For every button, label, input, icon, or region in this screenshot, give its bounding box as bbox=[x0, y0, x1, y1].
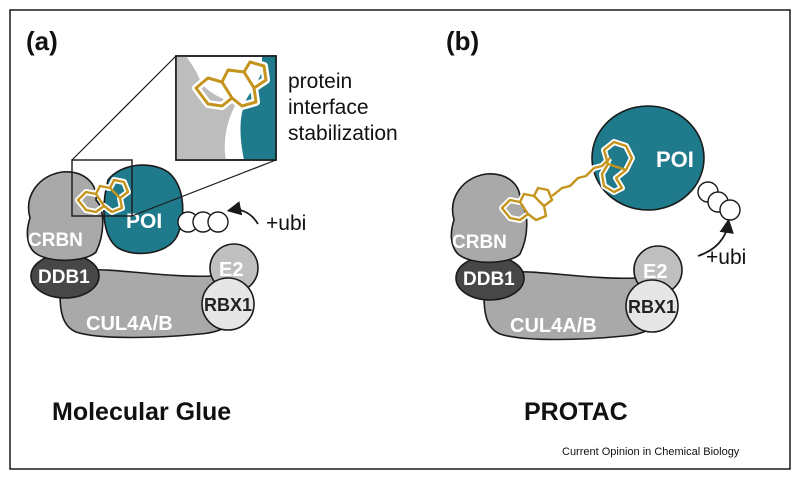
ubiquitin-chain-icon bbox=[177, 211, 229, 233]
zoom-line-bottom bbox=[131, 159, 277, 217]
ddb1-protein: DDB1 bbox=[30, 253, 100, 299]
ddb1-protein-b: DDB1 bbox=[455, 255, 525, 301]
inset-note-line3: stabilization bbox=[288, 122, 398, 145]
panel-a: (a) CUL4A/B DDB1 CRBN E2 RBX1 P bbox=[26, 26, 398, 426]
curved-arrow-icon bbox=[226, 201, 259, 225]
cul4-label-b: CUL4A/B bbox=[510, 315, 597, 337]
credit-line: Current Opinion in Chemical Biology bbox=[562, 446, 740, 458]
curved-arrow-icon-b bbox=[697, 218, 734, 257]
panel-b: (b) CUL4A/B DDB1 CRBN E2 RBX1 P bbox=[446, 26, 746, 426]
rbx1-protein: RBX1 bbox=[201, 277, 255, 331]
rbx1-label-b: RBX1 bbox=[628, 297, 676, 317]
poi-label-b: POI bbox=[656, 147, 694, 172]
small-molecule-icon bbox=[75, 177, 131, 215]
panel-a-letter: (a) bbox=[26, 26, 58, 56]
figure-border bbox=[9, 9, 791, 470]
cul4-label: CUL4A/B bbox=[86, 313, 173, 335]
zoom-line-top bbox=[71, 55, 177, 161]
poi-label: POI bbox=[126, 210, 162, 233]
ubi-label: +ubi bbox=[266, 212, 306, 235]
crbn-label: CRBN bbox=[28, 230, 83, 251]
ubi-label-b: +ubi bbox=[706, 246, 746, 269]
panel-b-letter: (b) bbox=[446, 26, 479, 56]
small-molecule-icon-b bbox=[499, 139, 635, 223]
zoom-source-box bbox=[71, 159, 133, 217]
crbn-label-b: CRBN bbox=[452, 232, 507, 253]
rbx1-label: RBX1 bbox=[204, 295, 252, 315]
rbx1-protein-b: RBX1 bbox=[625, 279, 679, 333]
crbn-protein-b: CRBN bbox=[450, 173, 528, 264]
ubiquitin-chain-icon-b bbox=[697, 181, 741, 221]
ddb1-label: DDB1 bbox=[38, 267, 90, 288]
inset-note-line1: protein bbox=[288, 70, 352, 93]
ddb1-label-b: DDB1 bbox=[463, 269, 515, 290]
inset-note-line2: interface bbox=[288, 96, 369, 119]
e2-label: E2 bbox=[219, 259, 243, 281]
e2-label-b: E2 bbox=[643, 261, 667, 283]
cul4-protein: CUL4A/B bbox=[59, 268, 247, 339]
panel-b-caption: PROTAC bbox=[524, 398, 628, 426]
interface-inset bbox=[175, 55, 277, 161]
panel-a-caption: Molecular Glue bbox=[52, 398, 231, 426]
